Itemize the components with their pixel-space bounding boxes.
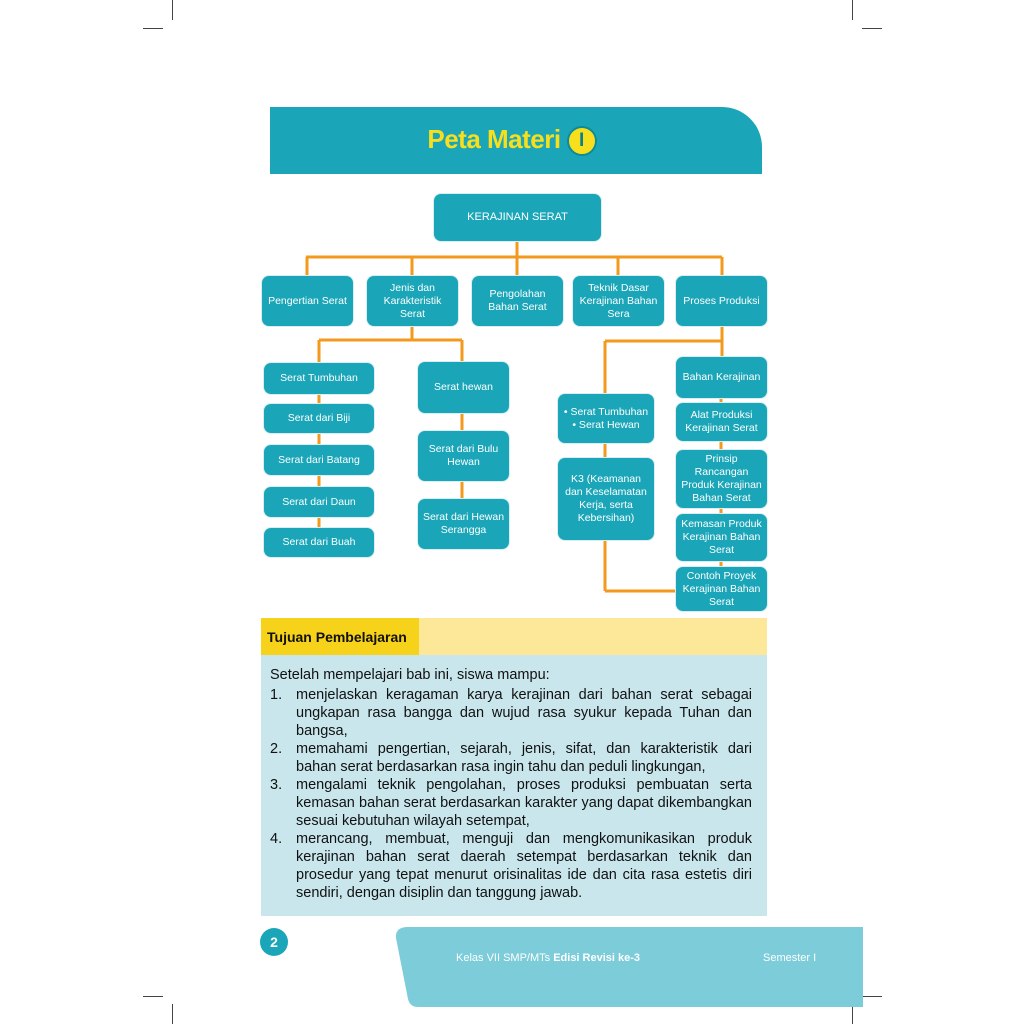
map-node-bahan-kerajinan: Bahan Kerajinan xyxy=(676,357,767,398)
tujuan-item-3: 3. mengalami teknik pengolahan, proses p… xyxy=(270,776,752,830)
map-node-teknik-serat: • Serat Tumbuhan • Serat Hewan xyxy=(558,394,654,443)
item-number: 2. xyxy=(270,741,283,757)
map-root-node: KERAJINAN SERAT xyxy=(434,194,601,241)
crop-mark xyxy=(172,1004,173,1024)
map-node-serat-hewan: Serat hewan xyxy=(418,362,509,413)
map-node-pengolahan: Pengolahan Bahan Serat xyxy=(472,276,563,326)
header-banner xyxy=(270,107,762,174)
crop-mark xyxy=(852,0,853,20)
map-node-jenis: Jenis dan Karakteristik Serat xyxy=(367,276,458,326)
footer-semester: Semester I xyxy=(763,952,817,964)
map-node-serat-daun: Serat dari Daun xyxy=(264,487,374,517)
teknik-bullet-tumbuhan: • Serat Tumbuhan xyxy=(563,405,649,418)
item-text: mengalami teknik pengolahan, proses prod… xyxy=(296,777,752,829)
map-node-serat-batang: Serat dari Batang xyxy=(264,445,374,475)
map-node-teknik: Teknik Dasar Kerajinan Bahan Sera xyxy=(573,276,664,326)
chapter-number-badge: I xyxy=(566,126,597,156)
footer-edition: Edisi Revisi ke-3 xyxy=(553,952,641,964)
item-number: 3. xyxy=(270,777,283,793)
crop-mark xyxy=(143,28,163,29)
map-node-serat-biji: Serat dari Biji xyxy=(264,404,374,433)
header-title-text: Peta Materi xyxy=(427,124,561,154)
tujuan-intro: Setelah mempelajari bab ini, siswa mampu… xyxy=(270,667,550,683)
map-node-serat-bulu: Serat dari Bulu Hewan xyxy=(418,431,509,481)
footer-class-info: Kelas VII SMP/MTs Edisi Revisi ke-3 xyxy=(456,952,640,964)
map-node-serat-serangga: Serat dari Hewan Serangga xyxy=(418,499,509,549)
map-node-k3: K3 (Keamanan dan Keselamatan Kerja, sert… xyxy=(558,458,654,540)
tujuan-item-1: 1. menjelaskan keragaman karya kerajinan… xyxy=(270,686,752,740)
footer-class: Kelas VII SMP/MTs xyxy=(456,952,551,964)
item-text: merancang, membuat, menguji dan mengkomu… xyxy=(296,831,752,901)
crop-mark xyxy=(172,0,173,20)
crop-mark xyxy=(862,28,882,29)
item-text: memahami pengertian, sejarah, jenis, sif… xyxy=(296,741,752,775)
map-node-serat-buah: Serat dari Buah xyxy=(264,528,374,557)
map-node-alat-produksi: Alat Produksi Kerajinan Serat xyxy=(676,403,767,441)
item-number: 1. xyxy=(270,687,283,703)
teknik-bullet-hewan: • Serat Hewan xyxy=(572,418,640,431)
map-node-prinsip-rancangan: Prinsip Rancangan Produk Kerajinan Bahan… xyxy=(676,450,767,508)
tujuan-body-panel xyxy=(261,655,767,916)
map-node-contoh-proyek: Contoh Proyek Kerajinan Bahan Serat xyxy=(676,567,767,611)
map-node-pengertian: Pengertian Serat xyxy=(262,276,353,326)
crop-mark xyxy=(852,1004,853,1024)
map-node-serat-tumbuhan: Serat Tumbuhan xyxy=(264,363,374,394)
crop-mark xyxy=(143,996,163,997)
tujuan-item-4: 4. merancang, membuat, menguji dan mengk… xyxy=(270,830,752,902)
map-node-kemasan: Kemasan Produk Kerajinan Bahan Serat xyxy=(676,514,767,561)
page-number: 2 xyxy=(260,928,288,956)
tujuan-item-2: 2. memahami pengertian, sejarah, jenis, … xyxy=(270,740,752,776)
item-number: 4. xyxy=(270,831,283,847)
crop-mark xyxy=(862,996,882,997)
map-node-proses: Proses Produksi xyxy=(676,276,767,326)
item-text: menjelaskan keragaman karya kerajinan da… xyxy=(296,687,752,739)
tujuan-heading: Tujuan Pembelajaran xyxy=(261,618,419,655)
